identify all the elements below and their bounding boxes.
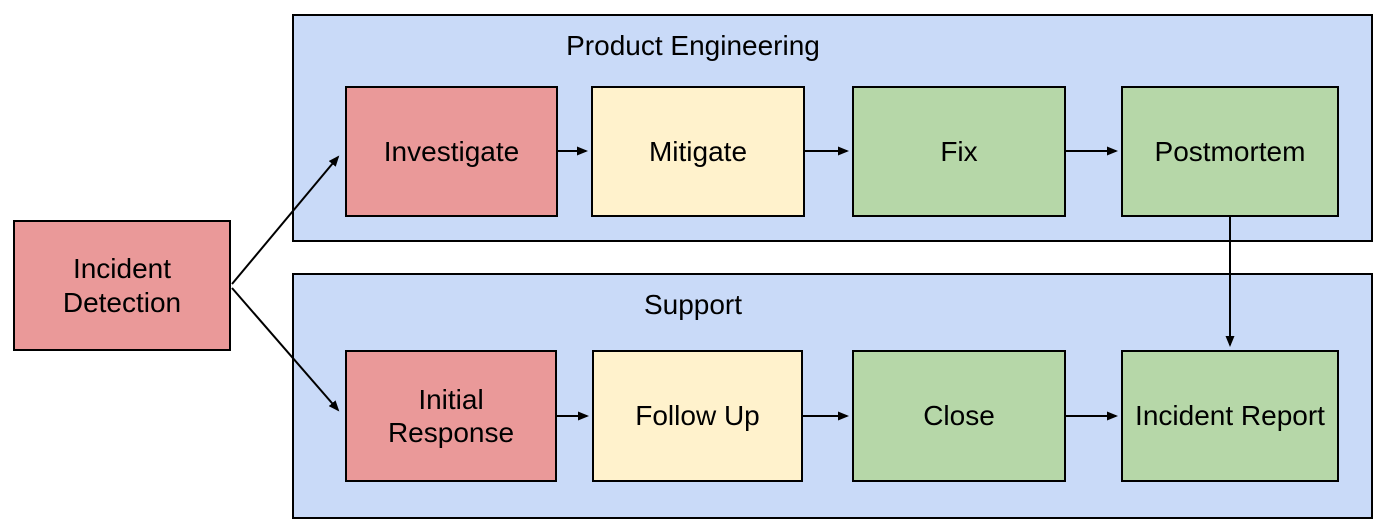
node-postmortem: Postmortem [1121, 86, 1339, 217]
node-follow-up: Follow Up [592, 350, 803, 482]
node-mitigate: Mitigate [591, 86, 805, 217]
node-fix: Fix [852, 86, 1066, 217]
lane-title-product-engineering: Product Engineering [566, 30, 820, 61]
node-close: Close [852, 350, 1066, 482]
node-incident-detection: Incident Detection [13, 220, 231, 351]
node-investigate: Investigate [345, 86, 558, 217]
lane-title-support: Support [643, 289, 743, 320]
node-initial-response: Initial Response [345, 350, 557, 482]
node-incident-report: Incident Report [1121, 350, 1339, 482]
